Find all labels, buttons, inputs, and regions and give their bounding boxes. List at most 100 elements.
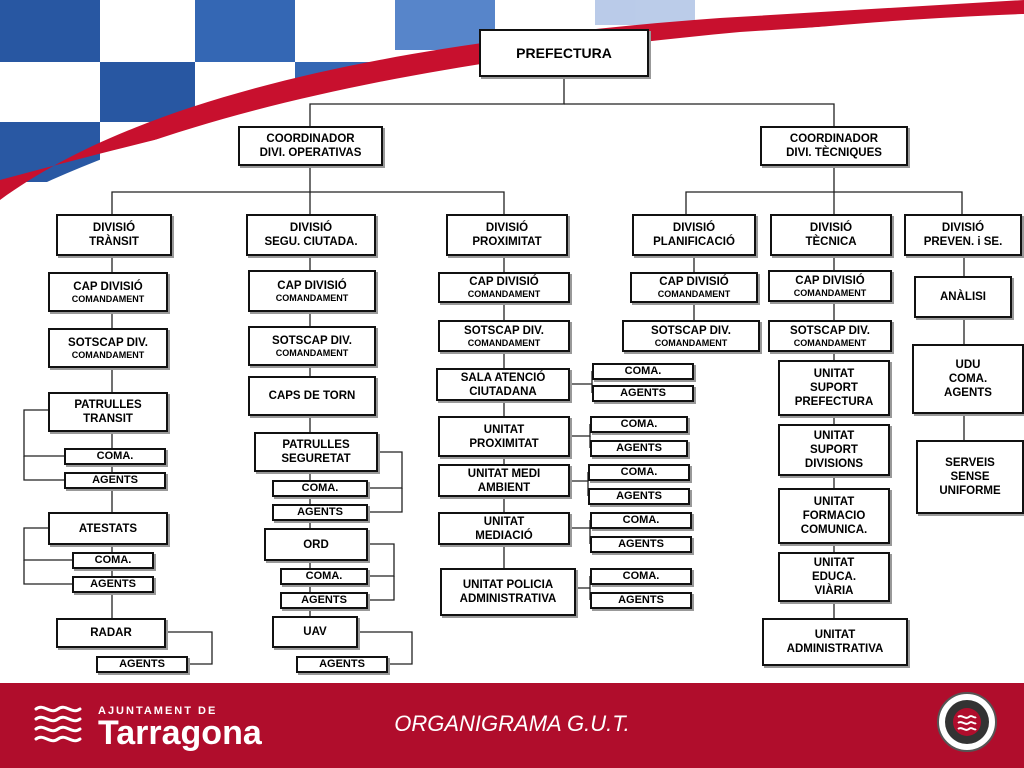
- formacio-line2: FORMACIO: [802, 510, 866, 522]
- ord-coma-label: COMA.: [305, 570, 343, 582]
- divisio-segu-line2: SEGU. CIUTADA.: [264, 236, 358, 248]
- divisio-transit-line1: DIVISIÓ: [92, 222, 136, 234]
- proximitat-coma-box: COMA.: [590, 416, 688, 433]
- divisio-preven-line1: DIVISIÓ: [941, 222, 985, 234]
- serveis-line3: UNIFORME: [939, 485, 1001, 497]
- tarragona-emblem-icon: [34, 705, 82, 743]
- mediacio-coma-label: COMA.: [622, 514, 660, 526]
- plan-sotscap-label: SOTSCAP DIV.: [651, 324, 731, 337]
- atestats-coma-label: COMA.: [94, 554, 132, 566]
- unitat-policia-box: UNITAT POLICIA ADMINISTRATIVA: [440, 568, 576, 616]
- analisi-label: ANÀLISI: [940, 291, 986, 303]
- atestats-agents-box: AGENTS: [72, 576, 154, 593]
- udu-line2: COMA.: [948, 373, 988, 385]
- plan-sotscap-box: SOTSCAP DIV. COMANDAMENT: [622, 320, 760, 352]
- divisio-preven-line2: PREVEN. i SE.: [923, 236, 1003, 248]
- segu-agents-box: AGENTS: [272, 504, 368, 521]
- prox-sotscap-box: SOTSCAP DIV. COMANDAMENT: [438, 320, 570, 352]
- atestats-coma-box: COMA.: [72, 552, 154, 569]
- coordinador-operativas-line2: DIVI. OPERATIVAS: [259, 147, 362, 159]
- educa-line3: VIÀRIA: [814, 585, 854, 597]
- plan-cap-divisio-label: CAP DIVISIÓ: [659, 276, 729, 288]
- uav-box: UAV: [272, 616, 358, 648]
- segu-cap-divisio-label: CAP DIVISIÓ: [277, 279, 347, 292]
- policia-agents-label: AGENTS: [618, 594, 664, 606]
- divisio-tecnica-box: DIVISIÓ TÈCNICA: [770, 214, 892, 256]
- sala-coma-box: COMA.: [592, 363, 694, 380]
- udu-line3: AGENTS: [944, 387, 992, 399]
- medi-agents-label: AGENTS: [616, 490, 662, 502]
- coordinador-operativas-box: COORDINADOR DIVI. OPERATIVAS: [238, 126, 383, 166]
- sala-agents-box: AGENTS: [592, 385, 694, 402]
- coordinador-operativas-line1: COORDINADOR: [266, 133, 355, 145]
- unitat-policia-line2: ADMINISTRATIVA: [459, 593, 557, 605]
- unitat-medi-line1: UNITAT MEDI: [467, 467, 541, 480]
- coordinador-tecniques-box: COORDINADOR DIVI. TÈCNIQUES: [760, 126, 908, 166]
- proximitat-coma-label: COMA.: [620, 418, 658, 430]
- sala-agents-label: AGENTS: [620, 387, 666, 399]
- suport-prefectura-line2: SUPORT: [810, 382, 858, 394]
- atestats-label: ATESTATS: [78, 522, 138, 535]
- plan-cap-comandament: COMANDAMENT: [657, 289, 731, 299]
- divisio-preven-box: DIVISIÓ PREVEN. i SE.: [904, 214, 1022, 256]
- coordinador-tecniques-line1: COORDINADOR: [789, 133, 879, 145]
- udu-box: UDU COMA. AGENTS: [912, 344, 1024, 414]
- patrulles-seguretat-line1: PATRULLES: [282, 439, 350, 451]
- mediacio-agents-box: AGENTS: [590, 536, 692, 553]
- ord-agents-box: AGENTS: [280, 592, 368, 609]
- prox-cap-divisio-label: CAP DIVISIÓ: [469, 276, 539, 288]
- tec-cap-divisio-label: CAP DIVISIÓ: [795, 274, 865, 287]
- unitat-suport-divisions-box: UNITAT SUPORT DIVISIONS: [778, 424, 890, 476]
- ajuntament-logo: AJUNTAMENT DE Tarragona: [98, 705, 262, 752]
- transit-sotscap-label: SOTSCAP DIV.: [68, 336, 148, 349]
- policia-coma-label: COMA.: [622, 570, 660, 582]
- footer-bar: AJUNTAMENT DE Tarragona ORGANIGRAMA G.U.…: [0, 683, 1024, 768]
- transit-cap-divisio-label: CAP DIVISIÓ: [73, 280, 143, 293]
- suport-divisions-line3: DIVISIONS: [804, 458, 864, 470]
- patrulles-transit-line2: TRANSIT: [83, 413, 133, 425]
- ord-coma-box: COMA.: [280, 568, 368, 585]
- serveis-sense-uniforme-box: SERVEIS SENSE UNIFORME: [916, 440, 1024, 514]
- divisio-planificacio-line2: PLANIFICACIÓ: [653, 236, 735, 248]
- unitat-suport-prefectura-box: UNITAT SUPORT PREFECTURA: [778, 360, 890, 416]
- educa-line1: UNITAT: [813, 557, 855, 569]
- divisio-transit-line2: TRÀNSIT: [89, 236, 139, 248]
- formacio-line1: UNITAT: [813, 496, 855, 508]
- ord-label: ORD: [303, 538, 329, 551]
- police-badge-icon: [937, 692, 997, 752]
- caps-de-torn-label: CAPS DE TORN: [268, 390, 356, 402]
- caps-de-torn-box: CAPS DE TORN: [248, 376, 376, 416]
- divisio-segu-line1: DIVISIÓ: [289, 222, 333, 234]
- plan-cap-divisio-box: CAP DIVISIÓ COMANDAMENT: [630, 272, 758, 303]
- prox-cap-divisio-box: CAP DIVISIÓ COMANDAMENT: [438, 272, 570, 303]
- footer-title: ORGANIGRAMA G.U.T.: [394, 711, 630, 736]
- unitat-proximitat-line2: PROXIMITAT: [469, 437, 539, 450]
- medi-agents-box: AGENTS: [588, 488, 690, 505]
- radar-box: RADAR: [56, 618, 166, 648]
- ord-agents-label: AGENTS: [301, 594, 347, 606]
- transit-coma-label: COMA.: [96, 450, 134, 462]
- suport-prefectura-line3: PREFECTURA: [794, 396, 874, 408]
- segu-coma-box: COMA.: [272, 480, 368, 497]
- medi-coma-label: COMA.: [620, 466, 658, 478]
- unitat-proximitat-box: UNITAT PROXIMITAT: [438, 416, 570, 457]
- tec-sotscap-box: SOTSCAP DIV. COMANDAMENT: [768, 320, 892, 352]
- divisio-planificacio-box: DIVISIÓ PLANIFICACIÓ: [632, 214, 756, 256]
- logo-main-text: Tarragona: [98, 714, 262, 752]
- transit-coma-box: COMA.: [64, 448, 166, 465]
- unitat-policia-line1: UNITAT POLICIA: [462, 579, 554, 591]
- sala-coma-label: COMA.: [624, 365, 662, 377]
- divisio-transit-box: DIVISIÓ TRÀNSIT: [56, 214, 172, 256]
- administrativa-line2: ADMINISTRATIVA: [786, 643, 884, 655]
- administrativa-line1: UNITAT: [814, 629, 856, 641]
- serveis-line1: SERVEIS: [945, 457, 995, 469]
- tec-cap-divisio-box: CAP DIVISIÓ COMANDAMENT: [768, 270, 892, 302]
- segu-sotscap-label: SOTSCAP DIV.: [272, 334, 352, 347]
- transit-cap-comandament: COMANDAMENT: [71, 293, 145, 304]
- plan-sotscap-comandament: COMANDAMENT: [654, 337, 728, 348]
- medi-coma-box: COMA.: [588, 464, 690, 481]
- patrulles-transit-box: PATRULLES TRANSIT: [48, 392, 168, 432]
- patrulles-seguretat-box: PATRULLES SEGURETAT: [254, 432, 378, 472]
- analisi-box: ANÀLISI: [914, 276, 1012, 318]
- prefectura-label: PREFECTURA: [516, 45, 612, 61]
